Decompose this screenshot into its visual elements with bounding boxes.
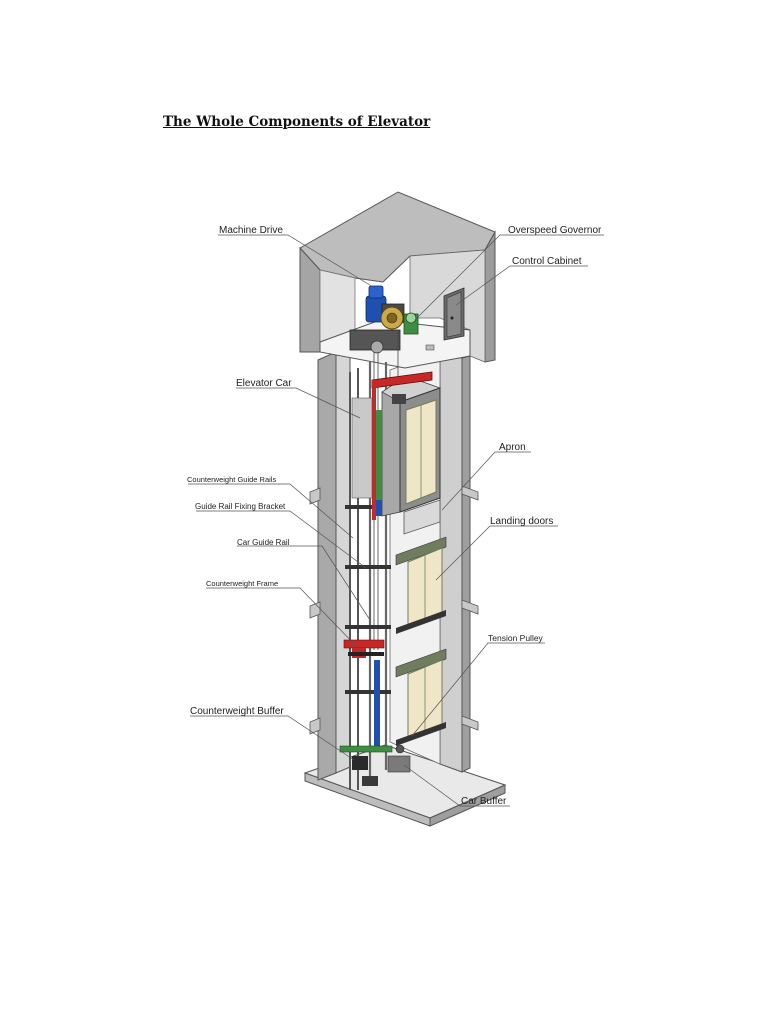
page-title: The Whole Components of Elevator <box>163 114 431 130</box>
label-guide-rail-fixing-bracket: Guide Rail Fixing Bracket <box>195 502 286 511</box>
label-counterweight-guide-rails: Counterweight Guide Rails <box>187 475 276 484</box>
control-cabinet <box>443 287 465 341</box>
label-counterweight-buffer: Counterweight Buffer <box>190 706 284 717</box>
label-car-guide-rail: Car Guide Rail <box>237 538 290 547</box>
label-machine-drive: Machine Drive <box>219 225 283 236</box>
label-apron: Apron <box>499 442 526 453</box>
label-car-buffer: Car Buffer <box>461 796 507 807</box>
floor-ledges <box>309 485 479 735</box>
elevator-car <box>351 371 442 520</box>
leader-lines <box>188 234 604 807</box>
label-tension-pulley: Tension Pulley <box>488 633 544 643</box>
label-landing-doors: Landing doors <box>490 516 553 527</box>
guide-rail-fixing-brackets <box>345 505 391 694</box>
label-overspeed-governor: Overspeed Governor <box>508 225 602 236</box>
landing-doors <box>395 536 447 746</box>
overspeed-governor <box>403 312 435 351</box>
counterweight-frame <box>343 639 385 752</box>
pit-equipment <box>339 744 411 786</box>
label-counterweight-frame: Counterweight Frame <box>206 579 278 588</box>
label-control-cabinet: Control Cabinet <box>512 256 582 267</box>
machine-drive <box>349 285 405 354</box>
apron <box>403 499 441 535</box>
shaft-wall-right <box>439 351 471 773</box>
label-elevator-car: Elevator Car <box>236 378 292 389</box>
